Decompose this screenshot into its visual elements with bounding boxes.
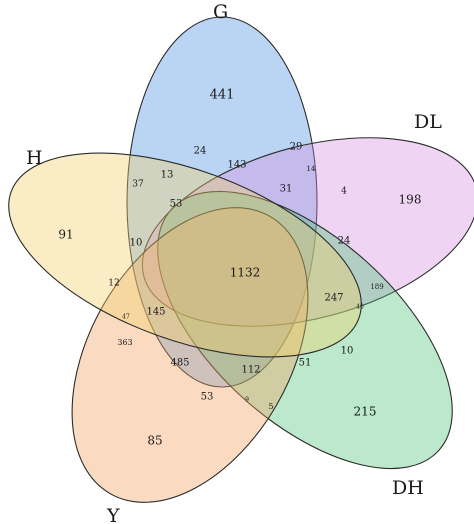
set-label-g: G — [213, 1, 228, 23]
set-label-dh: DH — [392, 477, 424, 499]
region-count: 10 — [341, 346, 354, 357]
region-count: 37 — [132, 180, 144, 190]
region-count: 4 — [341, 187, 347, 197]
region-count: 40 — [356, 304, 364, 311]
region-count: 1132 — [230, 266, 261, 280]
region-count: 112 — [241, 365, 260, 376]
region-count: 91 — [58, 228, 73, 242]
region-count: 24 — [338, 236, 351, 247]
set-label-h: H — [26, 147, 43, 169]
region-count: 12 — [108, 279, 119, 289]
region-count: 363 — [117, 338, 132, 347]
set-label-y: Y — [106, 505, 120, 524]
region-count: 53 — [201, 392, 214, 403]
region-count: 14 — [307, 165, 316, 173]
region-count: 29 — [290, 142, 303, 153]
set-h-ellipse — [8, 152, 362, 358]
region-count: 13 — [161, 170, 174, 181]
region-count: 441 — [210, 88, 235, 103]
region-count: 189 — [370, 283, 383, 291]
region-count: 215 — [354, 405, 377, 419]
region-count: 51 — [299, 358, 312, 369]
region-count: 247 — [324, 293, 343, 304]
set-g-ellipse — [126, 16, 318, 388]
region-count: 5 — [268, 402, 273, 411]
region-count: 31 — [280, 184, 293, 195]
set-y-ellipse — [71, 207, 309, 503]
region-count: 53 — [170, 199, 183, 210]
region-count: 198 — [399, 193, 422, 207]
region-count: 143 — [227, 160, 246, 171]
region-count: 10 — [130, 238, 143, 249]
set-label-dl: DL — [414, 111, 442, 133]
region-count: 47 — [122, 314, 130, 321]
region-count: 24 — [194, 146, 207, 157]
region-count: 145 — [146, 307, 165, 318]
set-dl-ellipse — [141, 137, 474, 327]
region-count: 485 — [170, 358, 189, 369]
region-count: 85 — [147, 434, 162, 448]
region-count: 9 — [245, 397, 249, 404]
